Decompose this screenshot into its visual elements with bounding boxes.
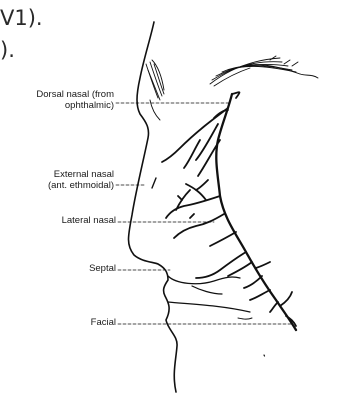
ala-contour (192, 286, 222, 294)
label-external-nasal-line-2: (ant. ethmoidal) (48, 181, 114, 192)
lip-line (168, 302, 250, 312)
label-septal: Septal (89, 264, 116, 275)
nasal-crease-mark (152, 178, 156, 188)
label-dorsal-nasal: Dorsal nasal (from ophthalmic) (36, 90, 114, 111)
label-external-nasal: External nasal (ant. ethmoidal) (48, 170, 114, 191)
cheek-dot (264, 355, 265, 356)
eyebrow-hatching (210, 56, 318, 86)
label-facial: Facial (91, 318, 116, 329)
label-lateral-nasal: Lateral nasal (62, 216, 116, 227)
face-profile-line (129, 22, 178, 392)
label-dorsal-nasal-line-2: ophthalmic) (36, 101, 114, 112)
dorsal-nasal-branches (162, 108, 228, 176)
angular-artery (216, 92, 296, 330)
eye-hatching (146, 60, 164, 120)
mouth-corner (238, 318, 252, 319)
